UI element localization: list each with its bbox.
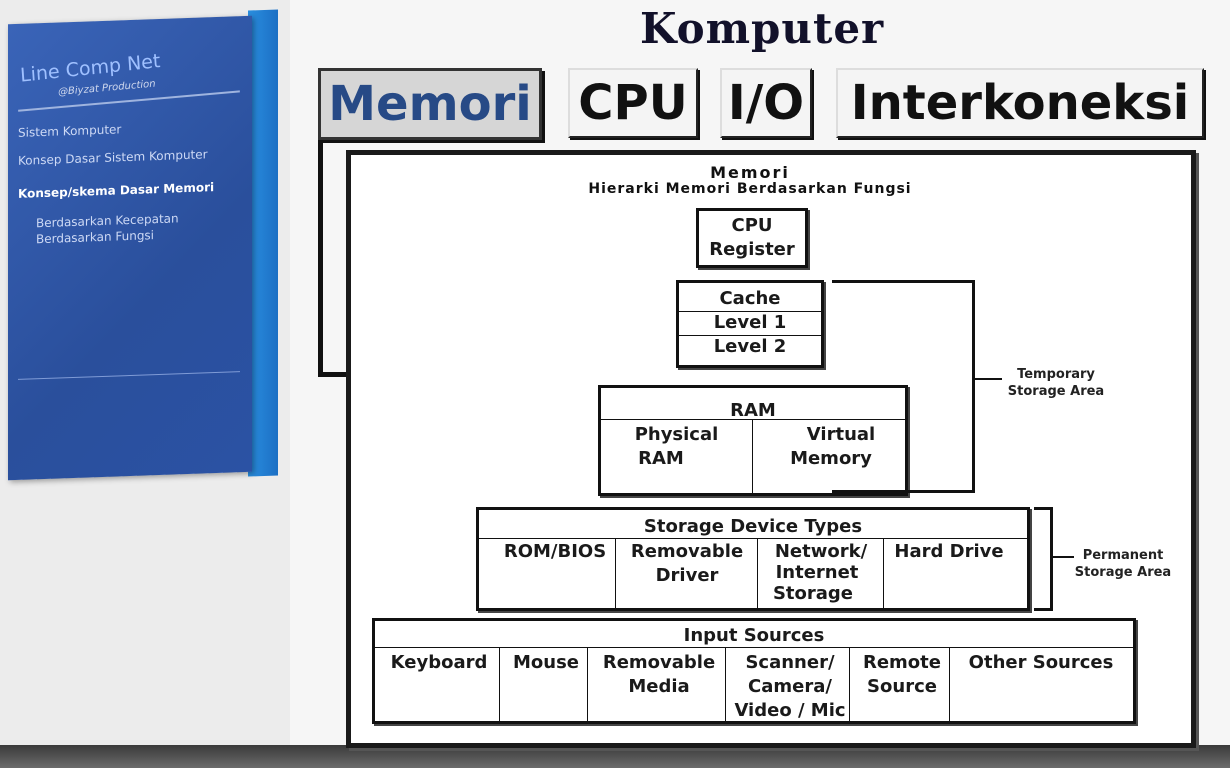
permanent-bracket	[1034, 507, 1053, 611]
page-title: Komputer	[640, 4, 885, 53]
diagram-subheading: Hierarki Memori Berdasarkan Fungsi	[588, 181, 912, 197]
floor-shadow	[0, 745, 1230, 768]
cache-divider-1	[679, 311, 821, 312]
rom-bios-label: ROM/BIOS	[503, 541, 607, 562]
storage-title: Storage Device Types	[643, 516, 863, 537]
other-sources-label: Other Sources	[968, 652, 1114, 673]
temporary-bracket	[832, 280, 975, 493]
tab-memori[interactable]: Memori	[318, 68, 542, 140]
physical-ram-label: RAM	[638, 448, 684, 469]
physical-label: Physical	[634, 424, 719, 445]
sidebar-item-konsep-memori[interactable]: Konsep/skema Dasar Memori	[18, 180, 215, 201]
register-label: Register	[709, 239, 795, 260]
driver-label: Driver	[655, 565, 719, 586]
book-byline: @Biyzat Production	[57, 78, 156, 99]
keyboard-label: Keyboard	[390, 652, 488, 673]
tab-cpu[interactable]: CPU	[568, 68, 698, 138]
hard-drive-label: Hard Drive	[894, 541, 1004, 562]
storage-label: Storage	[772, 583, 854, 604]
permanent-label-line2: Storage Area	[1074, 565, 1172, 580]
permanent-bracket-tick	[1050, 556, 1074, 558]
temporary-label-line1: Temporary	[1017, 367, 1095, 382]
input-col-divider-2	[587, 647, 588, 721]
input-divider	[375, 647, 1133, 648]
source-label: Source	[867, 676, 937, 697]
input-sources-box: Input Sources Keyboard Mouse Removable M…	[372, 618, 1136, 724]
removable-media-label: Removable	[602, 652, 716, 673]
input-col-divider-5	[949, 647, 950, 721]
cache-level-1: Level 1	[713, 312, 787, 333]
sidebar-item-kecepatan[interactable]: Berdasarkan Kecepatan	[36, 211, 179, 231]
media-label: Media	[628, 676, 690, 697]
cpu-label: CPU	[731, 215, 773, 236]
permanent-label-line1: Permanent	[1082, 548, 1164, 563]
ram-col-divider	[752, 419, 753, 493]
virtual-memory-label: Memory	[790, 448, 872, 469]
video-mic-label: Video / Mic	[734, 700, 846, 721]
cache-title: Cache	[719, 288, 781, 309]
input-col-divider-3	[725, 647, 726, 721]
camera-label: Camera/	[748, 676, 832, 697]
input-col-divider-1	[499, 647, 500, 721]
book-divider-bottom	[18, 371, 240, 380]
ram-box: RAM Physical RAM Virtual Memory	[598, 385, 908, 496]
virtual-label: Virtual	[806, 424, 876, 445]
temporary-label: Temporary Storage Area	[996, 366, 1116, 400]
sidebar-item-fungsi[interactable]: Berdasarkan Fungsi	[36, 228, 155, 247]
tab-connector	[318, 140, 351, 377]
internet-label: Internet	[775, 562, 859, 583]
sidebar-item-konsep-dasar[interactable]: Konsep Dasar Sistem Komputer	[18, 147, 208, 168]
storage-col-divider-1	[615, 538, 616, 608]
book-divider	[18, 90, 240, 112]
sidebar-item-sistem-komputer[interactable]: Sistem Komputer	[18, 122, 122, 140]
input-title: Input Sources	[683, 625, 825, 646]
network-label: Network/	[774, 541, 868, 562]
tab-io[interactable]: I/O	[720, 68, 812, 138]
temporary-label-line2: Storage Area	[1007, 384, 1105, 399]
ram-divider	[601, 419, 905, 420]
cache-box: Cache Level 1 Level 2	[676, 280, 824, 368]
storage-col-divider-3	[883, 538, 884, 608]
cache-divider-2	[679, 335, 821, 336]
storage-col-divider-2	[757, 538, 758, 608]
ram-title: RAM	[730, 400, 776, 421]
mouse-label: Mouse	[512, 652, 579, 673]
remote-label: Remote	[862, 652, 941, 673]
diagram-heading: Memori	[710, 163, 790, 182]
input-col-divider-4	[849, 647, 850, 721]
removable-label: Removable	[630, 541, 744, 562]
storage-divider	[479, 538, 1027, 539]
scanner-label: Scanner/	[745, 652, 835, 673]
book-spine	[248, 9, 278, 477]
cache-level-2: Level 2	[713, 336, 787, 357]
cpu-register-box: CPU Register	[696, 208, 808, 268]
book-sidebar: Line Comp Net @Biyzat Production Sistem …	[8, 15, 252, 481]
permanent-label: Permanent Storage Area	[1068, 547, 1178, 581]
storage-box: Storage Device Types ROM/BIOS Removable …	[476, 507, 1030, 611]
temporary-bracket-tick	[972, 378, 1002, 380]
tab-interkoneksi[interactable]: Interkoneksi	[836, 68, 1204, 138]
